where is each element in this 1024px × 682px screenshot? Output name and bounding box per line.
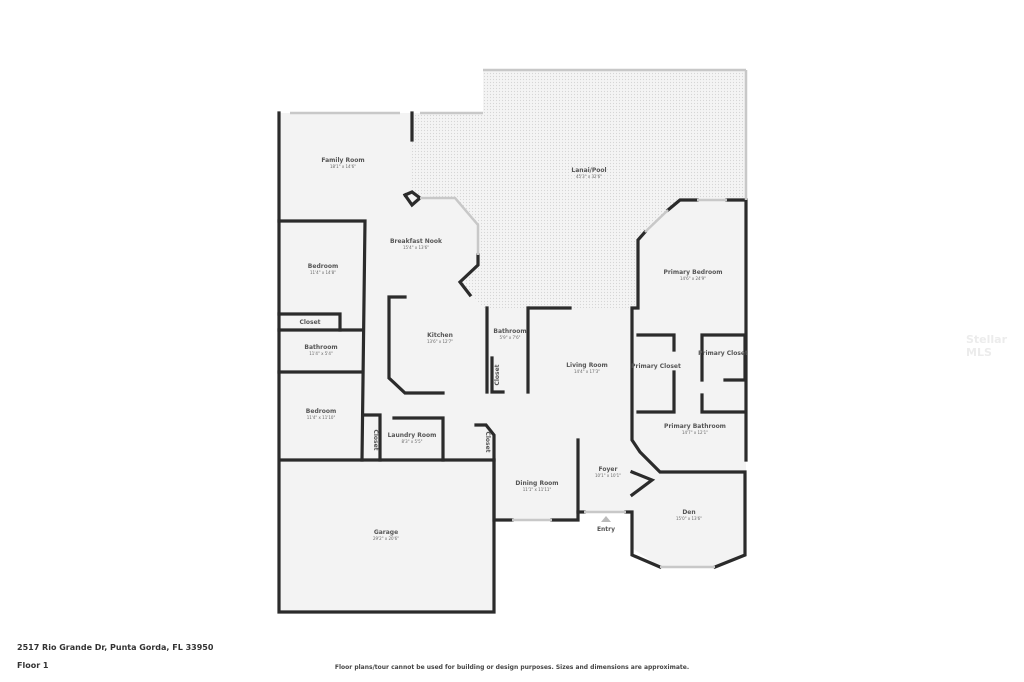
room-name: Family Room: [321, 157, 364, 164]
windows: [290, 68, 748, 569]
room-name: Lanai/Pool: [571, 167, 606, 174]
room-dims: 11'4" x 5'4": [309, 351, 333, 356]
room-name: Breakfast Nook: [390, 238, 443, 245]
room-dims: 14'6" x 24'9": [680, 276, 706, 281]
room-name: Laundry Room: [388, 432, 437, 439]
room-name: Primary Closet: [698, 350, 748, 357]
property-address: 2517 Rio Grande Dr, Punta Gorda, FL 3395…: [17, 643, 214, 652]
watermark: Stellar MLS: [966, 333, 1008, 359]
room-dims: 11'4" x 14'8": [310, 270, 336, 275]
lanai-pool-area: [412, 70, 746, 308]
room-name: Garage: [374, 529, 398, 536]
room-dims: 15'0" x 13'6": [676, 516, 702, 521]
floor-label: Floor 1: [17, 661, 49, 670]
room-name: Closet: [484, 431, 491, 452]
room-dims: 14'7" x 12'1": [682, 430, 708, 435]
room-name: Den: [682, 509, 695, 516]
room-dims: 45'3" x 32'6": [576, 174, 602, 179]
room-dims: 14'4" x 17'3": [574, 369, 600, 374]
room-name: Bedroom: [306, 408, 336, 415]
interior-floor: [279, 113, 746, 612]
room-name: Bathroom: [304, 344, 337, 351]
room-dims: 18'1" x 14'6": [330, 164, 356, 169]
disclaimer: Floor plans/tour cannot be used for buil…: [334, 664, 690, 671]
room-dims: 15'4" x 13'6": [403, 245, 429, 250]
room-name: Closet: [494, 364, 501, 385]
room-name: Closet: [372, 429, 379, 450]
room-dims: 10'1" x 10'1": [595, 473, 621, 478]
room-dims: 11'1" x 11'11": [523, 487, 552, 492]
room-name: Primary Closet: [631, 363, 681, 370]
room-labels: Lanai/Pool 45'3" x 32'6" Family Room 18'…: [299, 157, 748, 541]
room-name: Foyer: [599, 466, 618, 473]
room-name: Kitchen: [427, 332, 453, 339]
entry-label: Entry: [597, 526, 615, 533]
room-dims: 5'9" x 7'6": [500, 335, 521, 340]
room-dims: 8'3" x 5'5": [402, 439, 423, 444]
room-name: Primary Bedroom: [663, 269, 722, 276]
room-name: Bedroom: [308, 263, 338, 270]
room-name: Primary Bathroom: [664, 423, 726, 430]
room-name: Dining Room: [515, 480, 558, 487]
room-name: Closet: [299, 319, 320, 326]
room-dims: 29'2" x 20'6": [373, 536, 399, 541]
room-dims: 13'6" x 12'7": [427, 339, 453, 344]
room-name: Living Room: [566, 362, 608, 369]
room-dims: 11'4" x 11'10": [307, 415, 336, 420]
room-name: Bathroom: [493, 328, 526, 335]
entry-arrow-icon: [601, 516, 611, 522]
